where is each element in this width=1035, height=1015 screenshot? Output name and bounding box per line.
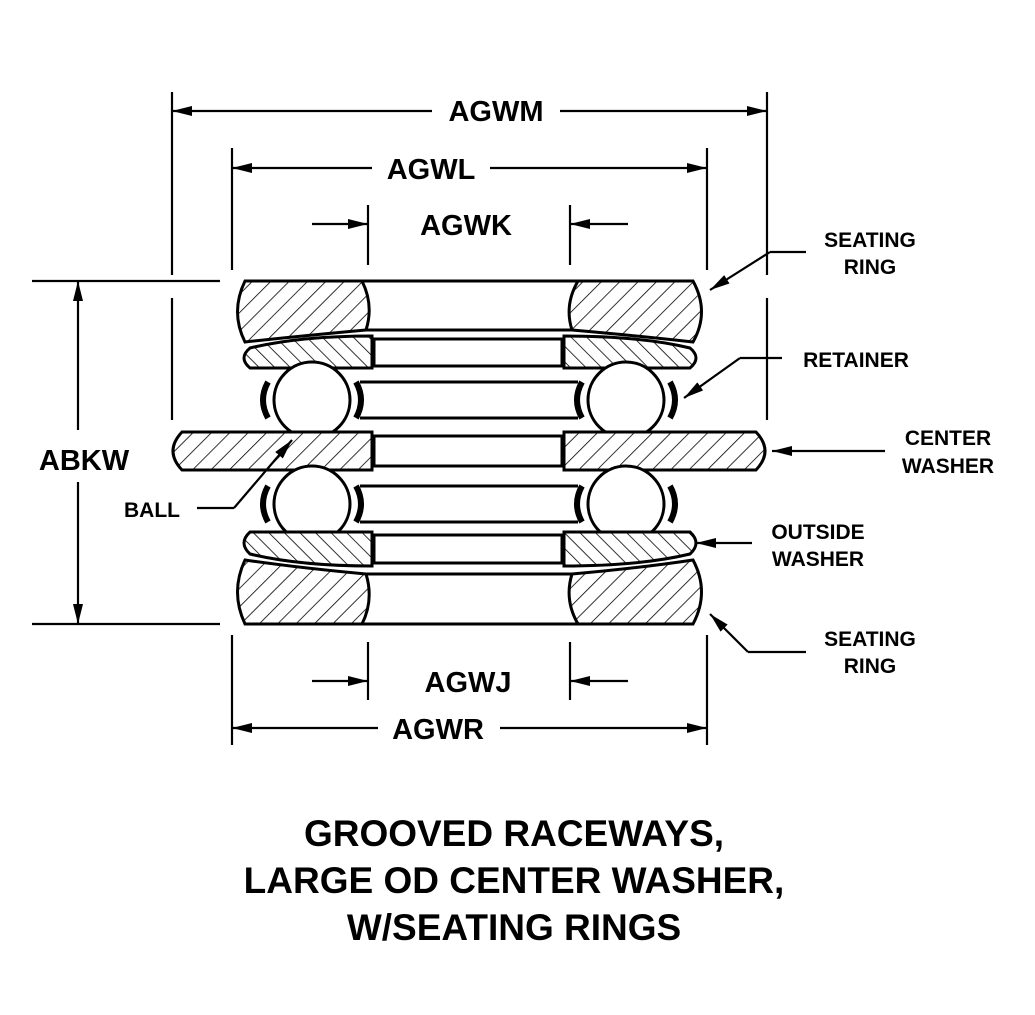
caption-line-2: LARGE OD CENTER WASHER, bbox=[244, 860, 785, 901]
label-agwj: AGWJ bbox=[425, 667, 512, 699]
label-ball: BALL bbox=[124, 499, 180, 522]
label-seating-ring-bottom-2: RING bbox=[844, 655, 897, 678]
label-center-washer-2: WASHER bbox=[902, 455, 994, 478]
label-agwm: AGWM bbox=[448, 96, 543, 128]
center-washer bbox=[171, 430, 767, 472]
label-seating-ring-top-2: RING bbox=[844, 256, 897, 279]
bearing-cross-section bbox=[171, 279, 767, 626]
dimension-agwm: AGWM bbox=[172, 96, 767, 128]
callout-outside-washer: OUTSIDE WASHER bbox=[696, 521, 865, 571]
dimension-agwk: AGWK bbox=[312, 210, 628, 242]
ball-top-right bbox=[586, 360, 666, 440]
dimension-agwj: AGWJ bbox=[312, 667, 628, 699]
dimension-abkw: ABKW bbox=[39, 281, 130, 624]
label-agwk: AGWK bbox=[420, 210, 512, 242]
bottom-retainer bbox=[260, 484, 678, 524]
bottom-outside-washer bbox=[242, 530, 698, 568]
label-seating-ring-top-1: SEATING bbox=[824, 229, 916, 252]
label-outside-washer-2: WASHER bbox=[772, 548, 864, 571]
callout-retainer: RETAINER bbox=[683, 349, 909, 399]
callout-center-washer: CENTER WASHER bbox=[772, 427, 994, 478]
callout-seating-ring-bottom: SEATING RING bbox=[709, 613, 916, 678]
label-abkw: ABKW bbox=[39, 445, 130, 477]
caption-line-3: W/SEATING RINGS bbox=[347, 907, 681, 948]
top-retainer bbox=[260, 380, 678, 420]
dimension-agwl: AGWL bbox=[232, 154, 707, 186]
label-retainer: RETAINER bbox=[803, 349, 909, 372]
label-seating-ring-bottom-1: SEATING bbox=[824, 628, 916, 651]
callout-seating-ring-top: SEATING RING bbox=[709, 229, 916, 291]
callout-ball: BALL bbox=[124, 439, 293, 522]
label-agwl: AGWL bbox=[387, 154, 476, 186]
dimension-agwr: AGWR bbox=[232, 714, 707, 746]
bottom-seating-ring bbox=[236, 558, 703, 626]
label-outside-washer-1: OUTSIDE bbox=[771, 521, 864, 544]
label-center-washer-1: CENTER bbox=[905, 427, 991, 450]
ball-top-left bbox=[272, 360, 352, 440]
top-seating-ring bbox=[236, 279, 703, 344]
caption-line-1: GROOVED RACEWAYS, bbox=[304, 813, 724, 854]
label-agwr: AGWR bbox=[392, 714, 484, 746]
diagram-caption: GROOVED RACEWAYS, LARGE OD CENTER WASHER… bbox=[244, 813, 785, 948]
top-outside-washer bbox=[242, 334, 698, 370]
